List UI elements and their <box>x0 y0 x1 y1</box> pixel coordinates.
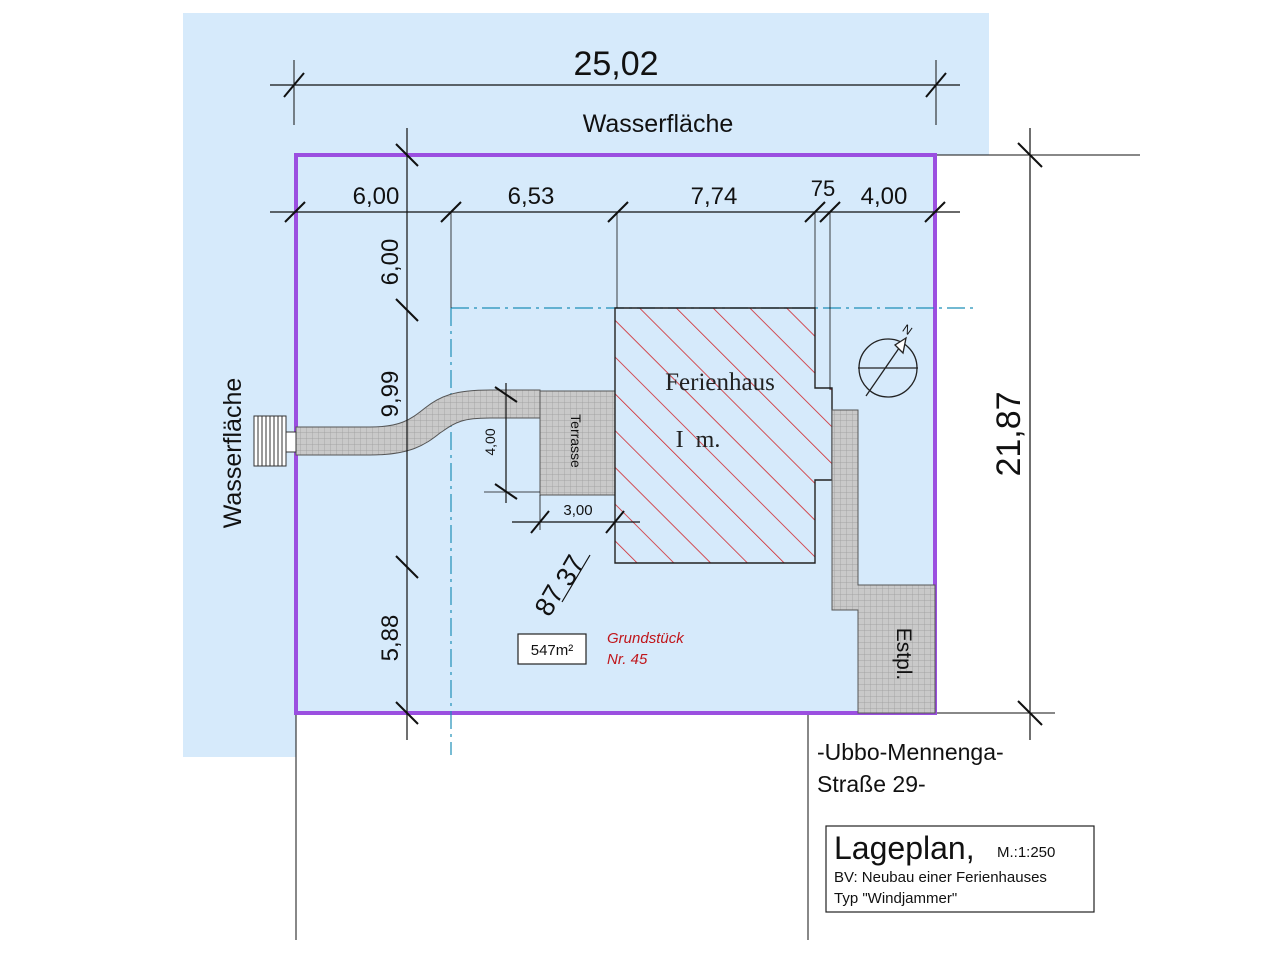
parking-label: Estpl. <box>892 628 915 681</box>
water-label-top: Wasserfläche <box>583 110 734 138</box>
dim-overall-width: 25,02 <box>573 45 658 83</box>
parcel-line1: Grundstück <box>607 630 685 647</box>
title-line1: BV: Neubau einer Ferienhauses <box>834 869 1047 886</box>
title-text: Lageplan, <box>834 830 975 866</box>
street-line2: Straße 29- <box>817 771 926 797</box>
dim-top-3: 7,74 <box>691 183 738 210</box>
water-area <box>183 13 989 757</box>
north-arrow-icon <box>858 336 918 398</box>
dim-overall-depth: 21,87 <box>990 391 1028 476</box>
water-label-left: Wasserfläche <box>219 378 247 529</box>
side-path <box>831 409 936 714</box>
terrace-label: Terrasse <box>568 414 584 468</box>
house-name: Ferienhaus <box>665 369 775 396</box>
dimension-lines <box>270 72 1043 740</box>
area-value: 547m² <box>531 642 574 659</box>
dim-left-2: 9,99 <box>377 371 404 418</box>
jetty <box>253 415 297 467</box>
area-box <box>517 633 587 665</box>
dim-terrace-depth: 4,00 <box>482 428 498 455</box>
dim-terrace-width: 3,00 <box>563 502 592 519</box>
dim-left-1: 6,00 <box>377 239 404 286</box>
dim-left-3: 5,88 <box>377 615 404 662</box>
title-scale: M.:1:250 <box>997 844 1055 861</box>
dim-top-5: 4,00 <box>861 183 908 210</box>
parcel-line2: Nr. 45 <box>607 651 648 668</box>
street-line1: -Ubbo-Mennenga- <box>817 739 1004 765</box>
house-floors: I m. <box>676 427 721 453</box>
house <box>614 307 833 564</box>
title-block: Lageplan, M.:1:250 BV: Neubau einer Feri… <box>825 825 1095 913</box>
title-line2: Typ "Windjammer" <box>834 890 957 907</box>
dim-top-4: 75 <box>811 176 835 201</box>
dim-top-2: 6,53 <box>508 183 555 210</box>
dim-top-1: 6,00 <box>353 183 400 210</box>
